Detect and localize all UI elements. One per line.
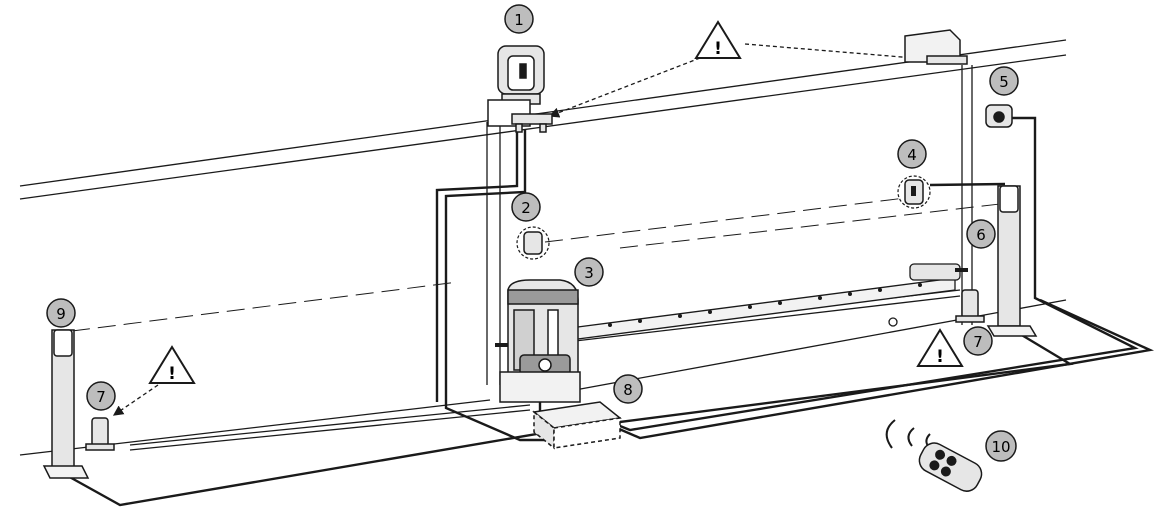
photocell-icon [897, 175, 931, 209]
mechanical-stop-icon [955, 289, 985, 323]
remote-control-icon [885, 419, 983, 492]
photocell-column-icon [42, 329, 90, 479]
mechanical-stop-bracket [511, 113, 553, 133]
warning-symbol: ! [168, 364, 176, 384]
callout-1: 1 [504, 4, 534, 34]
warning-triangle: ! [916, 328, 964, 367]
photocell-beams [71, 197, 1001, 332]
callout-7: 7 [86, 381, 116, 411]
callout-label: 1 [514, 11, 524, 29]
gate-post-top [904, 29, 968, 65]
callout-label: 3 [584, 264, 594, 282]
junction-box-icon [532, 401, 622, 450]
callout-8: 8 [613, 374, 643, 404]
gate-motor-icon [495, 279, 581, 403]
callout-label: 2 [521, 199, 531, 217]
callout-label: 8 [623, 381, 633, 399]
callout-6: 6 [966, 219, 996, 249]
photocell-icon [516, 226, 550, 260]
callout-label: 4 [907, 146, 917, 164]
callout-4: 4 [897, 139, 927, 169]
callout-label: 5 [999, 73, 1009, 91]
photocell-column-icon [986, 185, 1038, 337]
warning-triangle: ! [694, 20, 742, 59]
wiring [65, 116, 1155, 507]
callout-3: 3 [574, 257, 604, 287]
callout-2: 2 [511, 192, 541, 222]
warning-symbol: ! [936, 347, 944, 367]
mechanical-stop-icon [85, 417, 115, 451]
callout-label: 7 [973, 333, 983, 351]
warning-symbol: ! [714, 39, 722, 59]
callout-label: 10 [991, 438, 1010, 456]
callout-5: 5 [989, 66, 1019, 96]
callout-label: 9 [56, 305, 66, 323]
callout-10: 10 [985, 430, 1017, 462]
callout-label: 6 [976, 226, 986, 244]
callout-9: 9 [46, 298, 76, 328]
callout-label: 7 [96, 388, 106, 406]
warning-triangle: ! [148, 345, 196, 384]
callout-7: 7 [963, 326, 993, 356]
key-selector-icon [985, 104, 1013, 128]
